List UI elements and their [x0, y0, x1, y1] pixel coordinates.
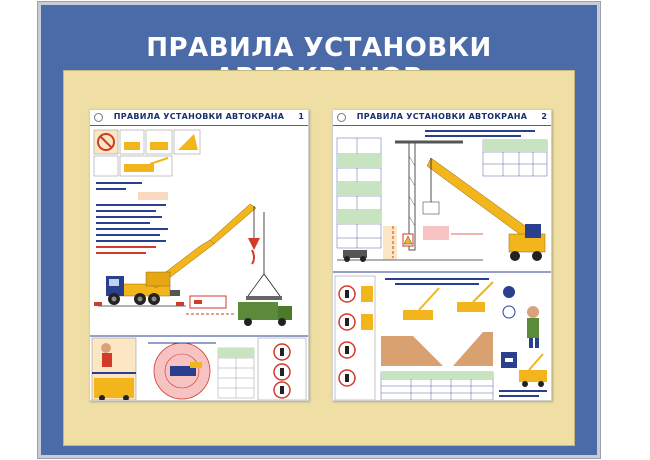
- crane-illustration-1: [90, 129, 308, 400]
- poster-panel: ПРАВИЛА УСТАНОВКИ АВТОКРАНА 1: [63, 70, 575, 446]
- poster-2-number: 2: [541, 112, 547, 121]
- poster-1-title: ПРАВИЛА УСТАНОВКИ АВТОКРАНА: [113, 112, 285, 121]
- poster-1-header: ПРАВИЛА УСТАНОВКИ АВТОКРАНА 1: [90, 110, 308, 126]
- poster-2-title: ПРАВИЛА УСТАНОВКИ АВТОКРАНА: [356, 112, 528, 121]
- logo-icon: [94, 113, 103, 122]
- poster-1-number: 1: [298, 112, 304, 121]
- crane-illustration-2: [333, 130, 551, 400]
- blue-frame: ПРАВИЛА УСТАНОВКИ АВТОКРАНОВ ПРАВИЛА УСТ…: [38, 2, 600, 458]
- poster-1: ПРАВИЛА УСТАНОВКИ АВТОКРАНА 1: [89, 109, 309, 401]
- poster-1-illustration: [90, 126, 308, 400]
- poster-2: ПРАВИЛА УСТАНОВКИ АВТОКРАНА 2: [332, 109, 552, 401]
- poster-2-header: ПРАВИЛА УСТАНОВКИ АВТОКРАНА 2: [333, 110, 551, 126]
- logo-icon: [337, 113, 346, 122]
- poster-2-illustration: [333, 126, 551, 400]
